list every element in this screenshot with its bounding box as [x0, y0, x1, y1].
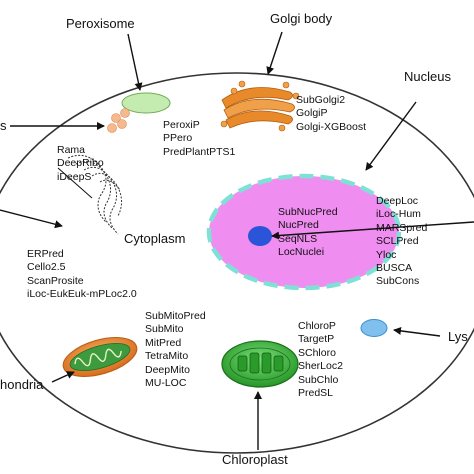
tool-name: Golgi-XGBoost [296, 120, 367, 133]
chloroplast-shape [221, 340, 299, 388]
tool-name: PeroxiP [163, 119, 200, 131]
tool-name: Rama [57, 144, 86, 156]
tool-name: iLoc-Hum [376, 208, 421, 221]
tool-name: TetraMito [145, 350, 189, 363]
tool-name: PredPlantPTS1 [163, 145, 236, 158]
tool-name: DeepMito [145, 363, 190, 376]
nucleus-shape [209, 176, 399, 288]
tool-name: SCLPred [376, 235, 419, 248]
lysosome-arrow [393, 326, 441, 337]
cytoplasm-label: Cytoplasm [124, 231, 186, 246]
er-pointer-line [57, 167, 93, 199]
nuclear-envelope [206, 173, 402, 291]
golgi-label: Golgi body [270, 11, 333, 26]
peroxisome-tools: PeroxiP PPero PredPlantPTS1 [163, 119, 235, 159]
tool-name: SubCons [376, 275, 420, 288]
tool-name: PPero [163, 132, 193, 145]
mitochondria-tools: SubMitoPred SubMito MitPred TetraMito De… [145, 310, 206, 390]
tool-name: SherLoc2 [298, 360, 343, 373]
mitochondria-label: hondria [0, 377, 44, 392]
tool-name: NucPred [278, 219, 319, 232]
tool-name: TargetP [298, 333, 335, 346]
tool-name: SubNucPred [278, 206, 338, 218]
nucleus-arrow [365, 101, 417, 171]
golgi-shape [220, 80, 300, 132]
tool-name: ScanProsite [27, 274, 84, 287]
tool-name: SubChlo [298, 373, 339, 386]
tool-name: DeepRibo [57, 157, 104, 170]
tool-name: SeqNLS [278, 232, 318, 245]
tool-name: SubMito [145, 323, 184, 336]
tool-name: Yloc [376, 248, 397, 261]
ribosome-label: s [0, 118, 7, 133]
mitochondria-arrow [51, 371, 75, 383]
golgi-tools: SubGolgi2 GolgiP Golgi-XGBoost [296, 94, 366, 134]
peroxisome-arrow [127, 33, 143, 91]
tool-name: ChloroP [298, 320, 336, 332]
er-tools: ERPred Cello2.5 ScanProsite iLoc-EukEuk-… [27, 248, 137, 302]
mitochondria-shape [62, 337, 138, 377]
chloroplast-tools: ChloroP TargetP SChloro SherLoc2 SubChlo… [298, 320, 343, 400]
tool-name: iLoc-EukEuk-mPLoc2.0 [27, 288, 137, 301]
nucleolus-arrow [271, 221, 474, 240]
peroxisome-shape [121, 92, 171, 114]
vesicles [107, 108, 130, 133]
tool-name: SubMitoPred [145, 310, 206, 322]
nucleus-label: Nucleus [404, 69, 451, 84]
nucleus-inner-tools: SubNucPred NucPred SeqNLS LocNuclei [278, 206, 338, 260]
tool-name: DeepLoc [376, 195, 419, 207]
er-arrow [0, 209, 63, 229]
nucleus-outer-tools: DeepLoc iLoc-Hum MARSpred SCLPred Yloc B… [376, 195, 427, 289]
lysosome-label: Lys [448, 329, 468, 344]
tool-name: MARSpred [376, 221, 428, 234]
tool-name: PredSL [298, 387, 334, 400]
tool-name: Cello2.5 [27, 261, 66, 274]
tool-name: MitPred [145, 336, 182, 349]
lysosome-shape [360, 319, 388, 337]
ribosome-tools: Rama DeepRibo iDeepS [57, 144, 104, 184]
cell-membrane [0, 72, 474, 454]
tool-name: SubGolgi2 [296, 94, 346, 106]
chloroplast-label: Chloroplast [222, 452, 288, 467]
nucleolus-shape [248, 226, 272, 246]
golgi-arrow [266, 31, 283, 75]
tool-name: BUSCA [376, 262, 413, 275]
tool-name: iDeepS [57, 170, 92, 183]
tool-name: SChloro [298, 346, 336, 359]
peroxisome-label: Peroxisome [66, 16, 135, 31]
tool-name: MU-LOC [145, 377, 187, 390]
tool-name: ERPred [27, 248, 64, 260]
er-shape [67, 154, 122, 235]
tool-name: LocNuclei [278, 246, 325, 259]
tool-name: GolgiP [296, 107, 328, 120]
